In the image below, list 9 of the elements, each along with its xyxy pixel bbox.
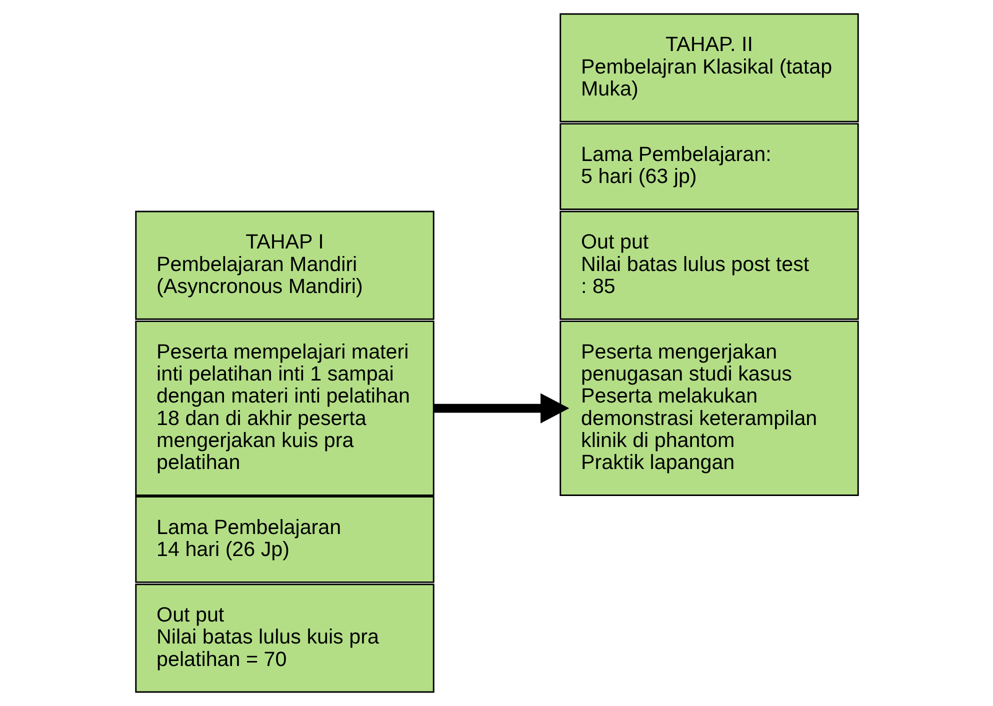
node-box: Out put Nilai batas lulus post test : 85 [559,210,858,320]
node-box: Peserta mengerjakan penugasan studi kasus Peserta melakukan demonstrasi keterampilan klinik di phantom Praktik lapangan [559,320,858,496]
node-box: Peserta mempelajari materi inti pelatihan inti 1 sampai dengan materi inti pelatihan 18 dan di akhir peserta mengerjakan kuis pra pelatihan [134,320,434,496]
node-box: TAHAP I Pembelajaran Mandiri (Asyncronous Mandiri) [134,210,434,320]
arrow [433,393,569,424]
node-box: Lama Pembelajaran 14 hari (26 Jp) [134,496,434,583]
node-box: Out put Nilai batas lulus kuis pra pelatihan = 70 [134,584,434,693]
node-box: Lama Pembelajaran: 5 hari (63 jp) [559,123,858,210]
node-box: TAHAP. II Pembelajran Klasikal (tatap Muka) [559,13,858,122]
